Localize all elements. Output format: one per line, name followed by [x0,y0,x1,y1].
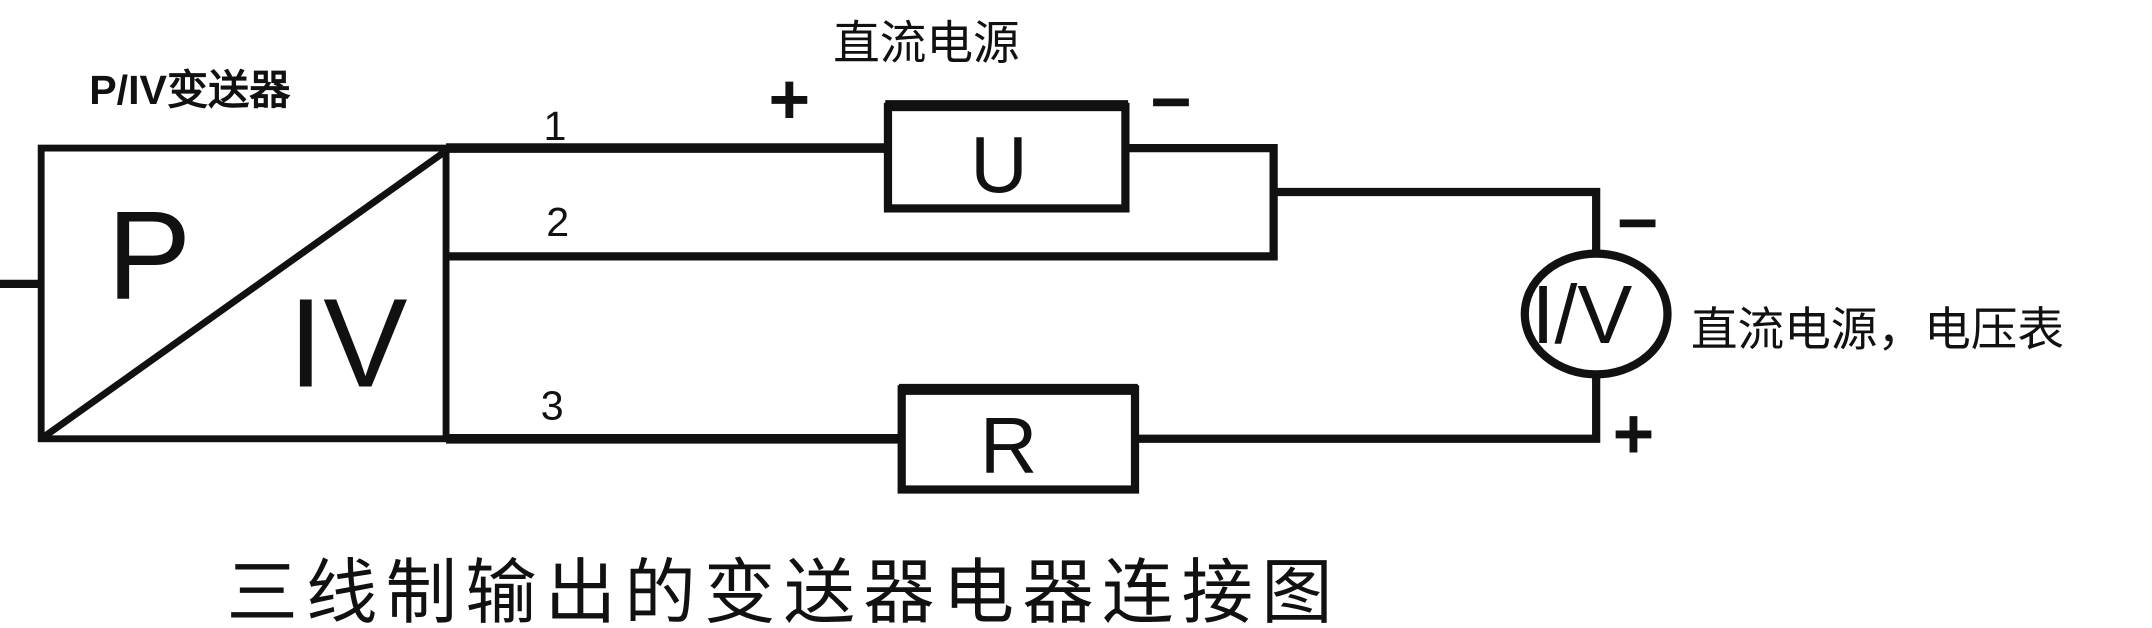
transmitter-divider [39,148,449,442]
power-minus-sign: − [1150,62,1192,142]
meter-plus-sign: + [1613,394,1655,474]
wire-2 [446,143,1278,261]
transmitter-box [37,144,450,443]
meter-circle [1520,249,1672,379]
wire-meter-negative [1273,187,1601,256]
power-plus-sign: + [769,59,811,139]
output-symbol: IV [288,273,407,414]
transmitter-title: P/IV变送器 [89,67,291,113]
meter-minus-sign: − [1617,183,1659,263]
resistor-symbol: R [980,401,1037,490]
power-supply-label: 直流电源 [833,16,1020,70]
power-supply-symbol: U [970,120,1027,209]
meter-symbol: I/V [1532,269,1633,361]
diagram-caption: 三线制输出的变送器电器连接图 [226,551,1340,628]
terminal-2: 2 [546,199,569,245]
wire-meter-positive [1136,372,1601,443]
terminal-3: 3 [541,383,564,429]
terminal-1: 1 [543,103,566,149]
input-symbol: P [107,185,191,326]
meter-label: 直流电源，电压表 [1691,303,2064,357]
